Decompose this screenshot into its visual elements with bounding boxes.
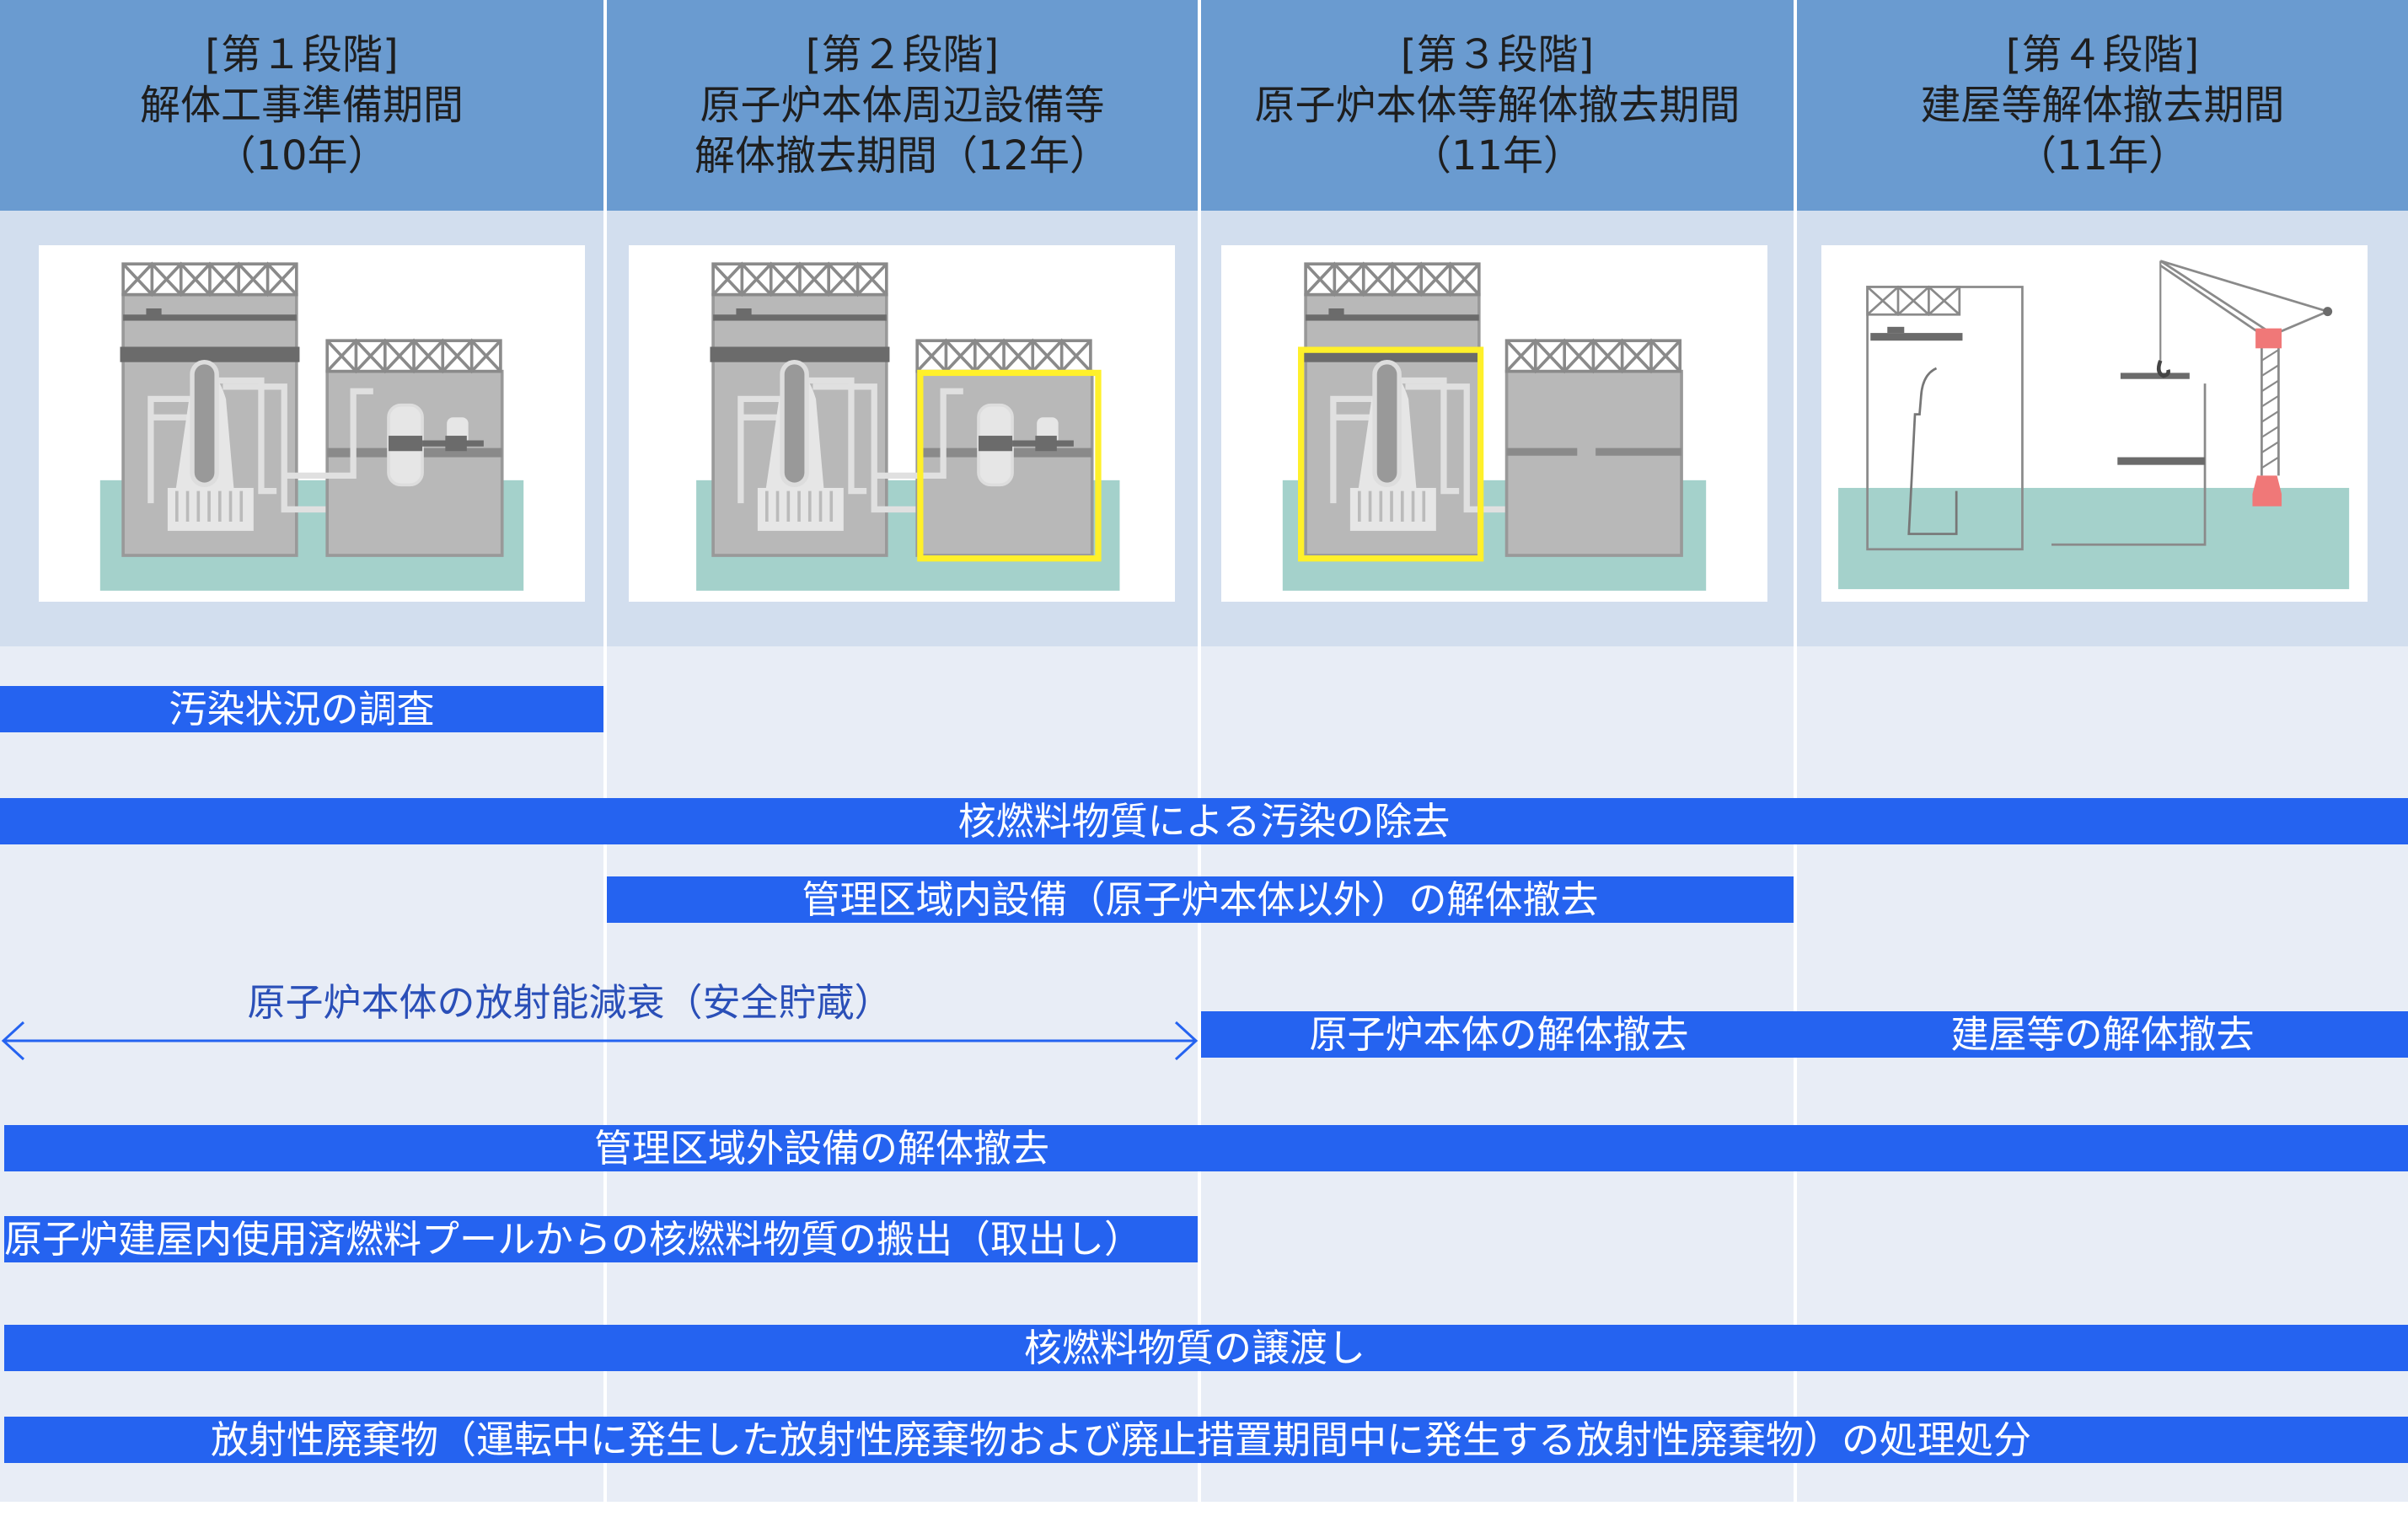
phase-1-header: [第１段階] 解体工事準備期間 （10年） [0,0,603,211]
task-bar-reactor-dismantling: 原子炉本体の解体撤去 [1201,1011,1797,1058]
phase-4-header: [第４段階] 建屋等解体撤去期間 （11年） [1797,0,2408,211]
phase-period: （11年） [2015,132,2190,180]
floor-right [1596,447,1682,456]
phase-stage: [第２段階] [805,31,1000,78]
safe-storage-label: 原子炉本体の放射能減衰（安全貯蔵） [247,980,893,1025]
reactor-remnant [1907,367,1958,535]
column-divider [1794,0,1797,1502]
task-bar-fuel-transfer: 核燃料物質の譲渡し [4,1325,2408,1371]
phase-period: （11年） [1410,132,1585,180]
task-bar-non-controlled-area-equipment: 管理区域外設備の解体撤去 [4,1125,2408,1171]
column-divider [1198,0,1201,1502]
task-bar-waste-disposal: 放射性廃棄物（運転中に発生した放射性廃棄物および廃止措置期間中に発生する放射性廃… [4,1417,2408,1463]
crane [2156,260,2333,506]
task-bar-survey: 汚染状況の調査 [0,686,603,732]
phase-stage: [第４段階] [2005,31,2200,78]
phase-period: （10年） [215,132,389,180]
highlight-frame [1298,346,1484,562]
phase-stage: [第１段階] [205,31,399,78]
phase-2-illustration [629,245,1175,602]
floor-slab [1870,333,1963,341]
phase-title: 原子炉本体等解体撤去期間 [1254,82,1740,129]
safe-storage-arrow [1,1021,1199,1061]
phase-title: 解体工事準備期間 [139,82,464,129]
floor-left [1506,447,1578,456]
task-bar-spent-fuel-removal: 原子炉建屋内使用済燃料プールからの核燃料物質の搬出（取出し） [4,1216,1198,1262]
demolition-illustration [1838,260,2350,590]
schedule-area [0,646,2408,1502]
crane-hook-icon [2156,360,2170,378]
emptied-turbine-building [1504,369,1683,557]
phase-stage: [第３段階] [1400,31,1595,78]
phase-2-header: [第２段階] 原子炉本体周辺設備等 解体撤去期間（12年） [607,0,1198,211]
highlight-frame [917,369,1102,562]
phase-3-illustration [1221,245,1767,602]
column-divider [603,0,607,1502]
reactor-plant-illustration [1282,245,1707,591]
phase-title: 原子炉本体周辺設備等 [700,82,1105,129]
wall-remnant [2051,383,2207,546]
lifted-beam [2120,372,2190,379]
reactor-plant-illustration [99,245,524,591]
task-bar-controlled-area-equipment: 管理区域内設備（原子炉本体以外）の解体撤去 [607,876,1794,923]
floor-remnant [2117,457,2206,465]
task-bar-decontamination: 核燃料物質による汚染の除去 [0,798,2408,844]
phase-1-illustration [39,245,585,602]
roof-truss [1504,339,1682,373]
task-bar-building-dismantling: 建屋等の解体撤去 [1797,1011,2408,1058]
reactor-plant-illustration [696,245,1120,591]
phase-title: 建屋等解体撤去期間 [1920,82,2285,129]
phase-4-illustration [1821,245,2368,602]
phase-period: 解体撤去期間（12年） [694,132,1111,180]
phase-3-header: [第３段階] 原子炉本体等解体撤去期間 （11年） [1201,0,1794,211]
